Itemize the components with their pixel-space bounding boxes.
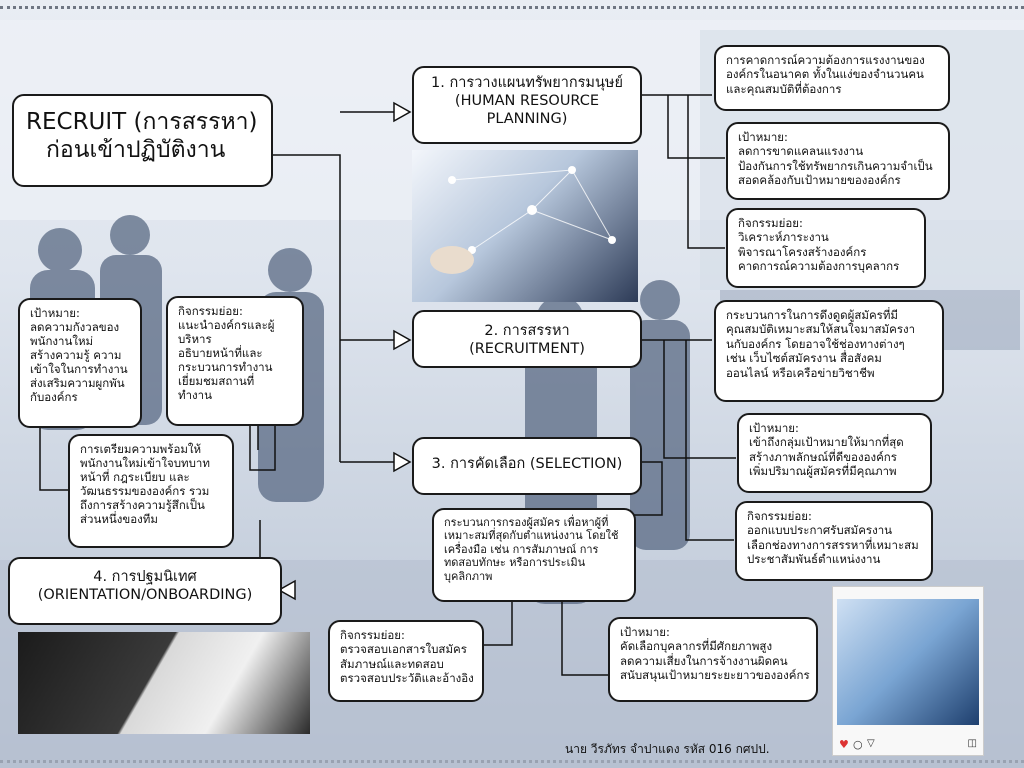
selection-goal-line: คัดเลือกบุคลากรที่มีศักยภาพสูง: [620, 639, 773, 654]
selection-goal-heading: เป้าหมาย:: [620, 625, 670, 639]
share-icon[interactable]: ▽: [867, 738, 875, 749]
social-post-card: ♥ ○ ▽ ◫: [832, 586, 984, 756]
recruitment-goal-note: เป้าหมาย: เข้าถึงกลุ่มเป้าหมายให้มากที่ส…: [737, 413, 932, 493]
orientation-activities-line: แนะนำองค์กรและผู้: [178, 318, 275, 333]
recruitment-definition-line: ออนไลน์ หรือเครือข่ายวิชาชีพ: [726, 365, 875, 380]
orientation-goal-line: ส่งเสริมความผูกพัน: [30, 376, 125, 391]
selection-definition-line: เครื่องมือ เช่น การสัมภาษณ์ การ: [444, 542, 599, 556]
selection-definition-line: กระบวนการกรองผู้สมัคร เพื่อหาผู้ที่: [444, 516, 609, 529]
hrp-goal-line: ลดการขาดแคลนแรงงาน: [738, 144, 864, 159]
recruitment-goal-line: สร้างภาพลักษณ์ที่ดีขององค์กร: [749, 449, 897, 464]
hrp-activities-line: วิเคราะห์ภาระงาน: [738, 230, 829, 245]
recruitment-activities-heading: กิจกรรมย่อย:: [747, 509, 812, 523]
step-hrp: 1. การวางแผนทรัพยากรมนุษย์ (HUMAN RESOUR…: [412, 66, 642, 144]
recruitment-goal-line: เพิ่มปริมาณผู้สมัครที่มีคุณภาพ: [749, 464, 897, 479]
selection-definition-line: ทดสอบทักษะ หรือการประเมิน: [444, 556, 586, 570]
hrp-goal-line: สอดคล้องกับเป้าหมายขององค์กร: [738, 173, 901, 188]
orientation-goal-note: เป้าหมาย: ลดความกังวลของ พนักงานใหม่ สร้…: [18, 298, 142, 428]
orientation-activities-line: เยี่ยมชมสถานที่: [178, 374, 255, 389]
recruitment-definition-line: นกับองค์กร โดยอาจใช้ช่องทางต่างๆ: [726, 336, 905, 351]
orientation-definition-line: หน้าที่ กฎระเบียบ และ: [80, 470, 190, 485]
author-signature: นาย วีรภัทร จำปาแดง รหัส 016 กศปป.: [565, 742, 770, 756]
orientation-goal-heading: เป้าหมาย:: [30, 306, 80, 320]
bookmark-icon[interactable]: ◫: [967, 738, 977, 749]
orientation-activities-line: อธิบายหน้าที่และ: [178, 346, 263, 361]
tablet-analytics-photo: [837, 599, 979, 725]
orientation-activities-note: กิจกรรมย่อย: แนะนำองค์กรและผู้ บริหาร อธ…: [166, 296, 304, 426]
orientation-definition-line: วัฒนธรรมขององค์กร รวม: [80, 484, 210, 499]
hrp-definition-line: และคุณสมบัติที่ต้องการ: [726, 81, 842, 96]
orientation-activities-line: ทำงาน: [178, 388, 212, 403]
hrp-activities-note: กิจกรรมย่อย: วิเคราะห์ภาระงาน พิจารณาโคร…: [726, 208, 926, 288]
step-orientation: 4. การปฐมนิเทศ (ORIENTATION/ONBOARDING): [8, 557, 282, 625]
hrp-definition-line: การคาดการณ์ความต้องการแรงงานของ: [726, 53, 925, 67]
orientation-definition-line: ส่วนหนึ่งของทีม: [80, 512, 158, 527]
step-hrp-line-3: PLANNING): [486, 111, 568, 128]
selection-activities-heading: กิจกรรมย่อย:: [340, 628, 405, 642]
document-signing-photo: [18, 632, 310, 734]
heart-icon[interactable]: ♥: [839, 738, 849, 751]
recruitment-activities-line: ออกแบบประกาศรับสมัครงาน: [747, 523, 893, 538]
network-business-photo: [412, 150, 638, 302]
selection-goal-line: สนับสนุนเป้าหมายระยะยาวขององค์กร: [620, 668, 810, 683]
recruitment-activities-note: กิจกรรมย่อย: ออกแบบประกาศรับสมัครงาน เลื…: [735, 501, 933, 581]
step-orientation-line-1: 4. การปฐมนิเทศ: [93, 569, 197, 585]
comment-icon[interactable]: ○: [853, 738, 863, 751]
selection-definition-line: เหมาะสมที่สุดกับตำแหน่งงาน โดยใช้: [444, 529, 619, 543]
orientation-definition-line: การเตรียมความพร้อมให้: [80, 442, 202, 456]
hrp-goal-heading: เป้าหมาย:: [738, 130, 788, 144]
recruitment-definition-line: เช่น เว็บไซต์สมัครงาน สื่อสังคม: [726, 351, 882, 366]
recruitment-definition-note: กระบวนการในการดึงดูดผู้สมัครที่มี คุณสมบ…: [714, 300, 944, 402]
recruitment-goal-line: เข้าถึงกลุ่มเป้าหมายให้มากที่สุด: [749, 435, 904, 450]
orientation-goal-line: เข้าใจในการทำงาน: [30, 362, 128, 377]
step-hrp-line-2: (HUMAN RESOURCE: [454, 93, 600, 110]
selection-goal-line: ลดความเสี่ยงในการจ้างงานผิดคน: [620, 653, 788, 668]
orientation-goal-line: ลดความกังวลของ: [30, 320, 120, 335]
step-selection-line-1: 3. การคัดเลือก (SELECTION): [431, 456, 623, 472]
orientation-definition-line: พนักงานใหม่เข้าใจบทบาท: [80, 456, 210, 471]
step-hrp-line-1: 1. การวางแผนทรัพยากรมนุษย์: [431, 75, 623, 91]
step-selection: 3. การคัดเลือก (SELECTION): [412, 437, 642, 495]
orientation-goal-line: กับองค์กร: [30, 390, 78, 405]
selection-definition-note: กระบวนการกรองผู้สมัคร เพื่อหาผู้ที่ เหมา…: [432, 508, 636, 602]
hrp-goal-line: ป้องกันการใช้ทรัพยากรเกินความจำเป็น: [738, 158, 933, 173]
selection-activities-line: ตรวจสอบประวัติและอ้างอิง: [340, 671, 474, 686]
hrp-activities-heading: กิจกรรมย่อย:: [738, 216, 803, 230]
orientation-activities-heading: กิจกรรมย่อย:: [178, 304, 243, 318]
hrp-definition-line: องค์กรในอนาคต ทั้งในแง่ของจำนวนคน: [726, 67, 924, 82]
hrp-activities-line: คาดการณ์ความต้องการบุคลากร: [738, 259, 900, 274]
step-recruitment-line-1: 2. การสรรหา: [484, 323, 570, 339]
orientation-goal-line: พนักงานใหม่: [30, 334, 94, 349]
recruitment-goal-heading: เป้าหมาย:: [749, 421, 799, 435]
selection-goal-note: เป้าหมาย: คัดเลือกบุคลากรที่มีศักยภาพสูง…: [608, 617, 818, 702]
step-recruitment: 2. การสรรหา (RECRUITMENT): [412, 310, 642, 368]
recruitment-definition-line: กระบวนการในการดึงดูดผู้สมัครที่มี: [726, 308, 898, 322]
top-dotted-border: [0, 6, 1024, 9]
diagram-title: RECRUIT (การสรรหา) ก่อนเข้าปฏิบัติงาน: [12, 94, 273, 187]
step-orientation-line-2: (ORIENTATION/ONBOARDING): [37, 587, 253, 604]
step-recruitment-line-2: (RECRUITMENT): [469, 341, 585, 358]
recruitment-activities-line: ประชาสัมพันธ์ตำแหน่งงาน: [747, 552, 881, 567]
selection-activities-note: กิจกรรมย่อย: ตรวจสอบเอกสารใบสมัคร สัมภาษ…: [328, 620, 484, 702]
selection-activities-line: ตรวจสอบเอกสารใบสมัคร: [340, 642, 467, 657]
orientation-goal-line: สร้างความรู้ ความ: [30, 348, 122, 363]
hrp-activities-line: พิจารณาโครงสร้างองค์กร: [738, 244, 867, 259]
selection-activities-line: สัมภาษณ์และทดสอบ: [340, 656, 444, 671]
title-line-1: RECRUIT (การสรรหา): [26, 109, 258, 135]
recruitment-activities-line: เลือกช่องทางการสรรหาที่เหมาะสม: [747, 537, 919, 552]
hrp-definition-note: การคาดการณ์ความต้องการแรงงานของ องค์กรใน…: [714, 45, 950, 111]
title-line-2: ก่อนเข้าปฏิบัติงาน: [46, 137, 226, 164]
orientation-activities-line: กระบวนการทำงาน: [178, 360, 273, 375]
recruitment-definition-line: คุณสมบัติเหมาะสมให้สนใจมาสมัครงา: [726, 322, 916, 337]
orientation-definition-line: ถึงการสร้างความรู้สึกเป็น: [80, 498, 205, 513]
orientation-activities-line: บริหาร: [178, 332, 212, 347]
hrp-goal-note: เป้าหมาย: ลดการขาดแคลนแรงงาน ป้องกันการใ…: [726, 122, 950, 200]
selection-definition-line: บุคลิกภาพ: [444, 569, 493, 583]
orientation-definition-note: การเตรียมความพร้อมให้ พนักงานใหม่เข้าใจบ…: [68, 434, 234, 548]
